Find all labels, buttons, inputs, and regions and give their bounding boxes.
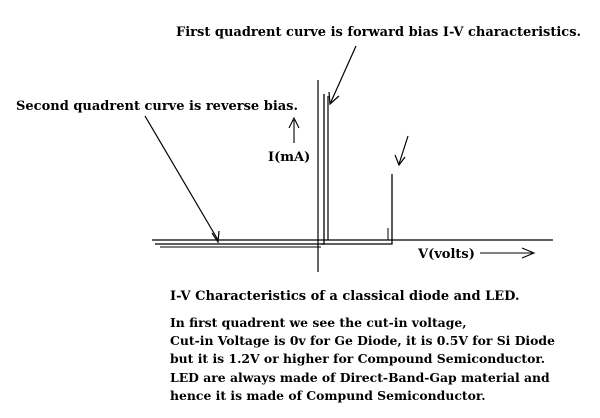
forward-bias-curve-led — [324, 174, 393, 245]
x-axis-label: V(volts) — [418, 247, 475, 262]
forward-bias-pointer-line — [329, 45, 357, 105]
note-line: Cut-in Voltage is 0v for Ge Diode, it is… — [170, 333, 555, 349]
diagram-caption: I-V Characteristics of a classical diode… — [170, 289, 520, 304]
voltage-arrow-head — [521, 247, 536, 259]
forward-bias-annotation: First quadrent curve is forward bias I-V… — [176, 25, 582, 40]
y-axis-label: I(mA) — [268, 150, 311, 165]
note-line: but it is 1.2V or higher for Compound Se… — [170, 351, 546, 367]
note-line: LED are always made of Direct-Band-Gap m… — [170, 369, 550, 385]
forward-bias-curve-diode — [321, 94, 325, 245]
reverse-bias-annotation: Second quadrent curve is reverse bias. — [16, 99, 299, 114]
led-curve-pointer-line — [398, 135, 409, 165]
reverse-bias-pointer-line — [144, 115, 219, 241]
led-curve-pointer-head — [394, 154, 406, 167]
current-arrow-head — [288, 116, 300, 129]
forward-bias-pointer-head — [328, 91, 340, 106]
note-line: hence it is made of Compund Semiconducto… — [170, 387, 486, 403]
note-line: In first quadrent we see the cut-in volt… — [170, 315, 467, 330]
reverse-bias-pointer-head — [211, 230, 220, 244]
explanation-notes: In first quadrent we see the cut-in volt… — [170, 314, 555, 405]
